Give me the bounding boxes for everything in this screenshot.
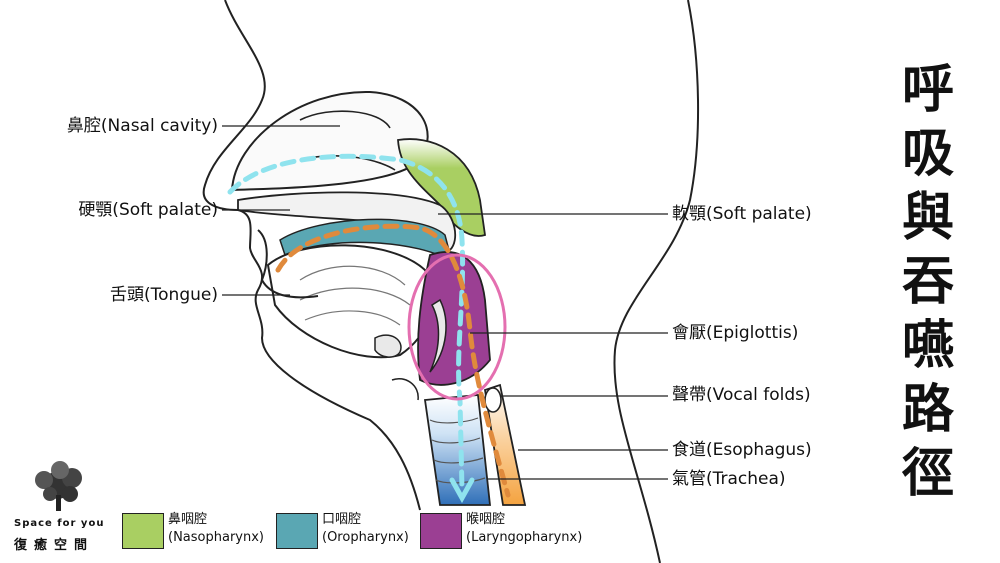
title-char: 吞 bbox=[901, 252, 954, 312]
turbinate-upper bbox=[299, 110, 391, 129]
legend-label-zh: 口咽腔 bbox=[322, 512, 362, 527]
legend-label-en: (Nasopharynx) bbox=[168, 530, 264, 545]
legend-swatch bbox=[276, 513, 318, 549]
label-tongue: 舌頭(Tongue) bbox=[110, 285, 218, 305]
label-nasal-cavity: 鼻腔(Nasal cavity) bbox=[66, 116, 218, 136]
legend-swatch bbox=[122, 513, 164, 549]
label-hard-palate: 硬顎(Soft palate) bbox=[78, 200, 218, 220]
trachea-rings bbox=[429, 417, 486, 484]
label-epiglottis: 會厭(Epiglottis) bbox=[672, 323, 799, 343]
epiglottis-shape bbox=[429, 298, 447, 373]
air-path bbox=[227, 153, 466, 493]
neck-back-outline bbox=[613, 0, 700, 563]
logo-tree-icon bbox=[35, 461, 82, 511]
title-char: 與 bbox=[901, 188, 954, 248]
title-char: 吸 bbox=[901, 124, 954, 184]
laryngopharynx-region bbox=[417, 251, 491, 386]
label-esophagus: 食道(Esophagus) bbox=[672, 440, 812, 460]
highlight-circle bbox=[407, 253, 507, 401]
larynx-cartilage bbox=[374, 334, 402, 358]
logo-text-zh: 復癒空間 bbox=[14, 538, 95, 553]
vocal-fold-marker bbox=[484, 387, 502, 413]
legend-swatch bbox=[420, 513, 462, 549]
leader-lines bbox=[222, 125, 668, 480]
title-char: 路 bbox=[901, 380, 954, 440]
legend-label-en: (Oropharynx) bbox=[322, 530, 409, 545]
legend-label-zh: 喉咽腔 bbox=[466, 512, 506, 527]
label-trachea: 氣管(Trachea) bbox=[672, 469, 786, 489]
esophagus-tube bbox=[483, 383, 527, 506]
logo-text-en: Space for you bbox=[14, 518, 105, 529]
food-path bbox=[275, 223, 511, 498]
vertical-title: 呼 吸 與 吞 嚥 路 徑 bbox=[888, 58, 968, 506]
air-path-arrow bbox=[449, 477, 475, 504]
tongue-shape bbox=[266, 244, 433, 359]
title-char: 徑 bbox=[901, 444, 954, 504]
title-char: 嚥 bbox=[901, 316, 954, 376]
legend-label-en: (Laryngopharynx) bbox=[466, 530, 583, 545]
lips-detail bbox=[257, 229, 319, 299]
title-char: 呼 bbox=[901, 60, 954, 120]
legend-label-zh: 鼻咽腔 bbox=[168, 512, 208, 527]
label-soft-palate: 軟顎(Soft palate) bbox=[672, 204, 812, 224]
face-profile-outline bbox=[202, 0, 421, 511]
label-vocal-folds: 聲帶(Vocal folds) bbox=[672, 385, 811, 405]
